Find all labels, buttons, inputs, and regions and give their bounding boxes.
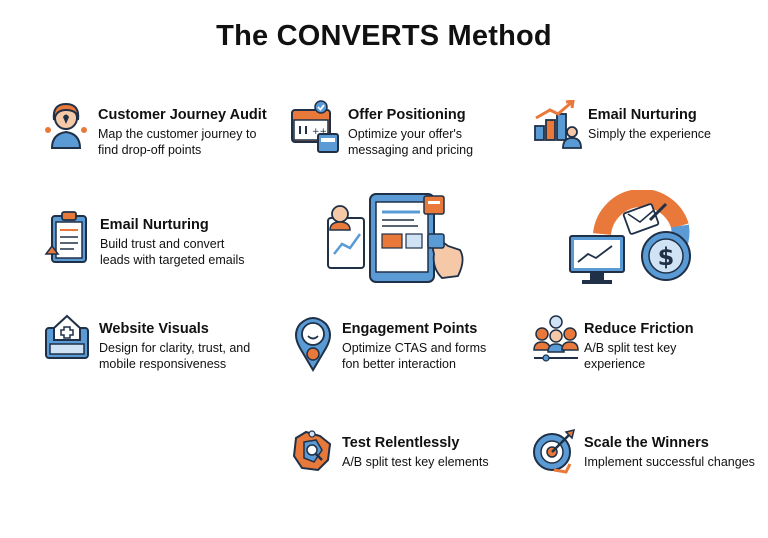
step-offer-positioning: ++ Offer Positioning Optimize your offer…: [290, 100, 500, 160]
step-engagement-points: Engagement Points Optimize CTAS and form…: [290, 314, 500, 374]
step-heading: Email Nurturing: [588, 107, 697, 123]
step-scale-the-winners: Scale the Winners Implement successful c…: [532, 428, 756, 478]
step-heading: Offer Positioning: [348, 107, 466, 123]
step-heading: Website Visuals: [99, 321, 209, 337]
clipboard-icon: [44, 210, 92, 271]
step-description: Map the customer journey to find drop-of…: [98, 127, 257, 157]
step-description: Optimize your offer's messaging and pric…: [348, 127, 474, 157]
analytics-monitor-illustration: $: [566, 188, 706, 295]
step-description: Optimize CTAS and forms fon better inter…: [342, 341, 487, 371]
step-description: A/B split test key experience: [584, 341, 677, 371]
step-description: Build trust and convert leads with targe…: [100, 237, 245, 267]
customer-journey-icon: [44, 100, 88, 155]
step-customer-journey-audit: Customer Journey Audit Map the customer …: [44, 100, 294, 160]
location-pin-icon: [290, 314, 336, 377]
step-heading: Customer Journey Audit: [98, 107, 267, 123]
step-heading: Email Nurturing: [100, 217, 209, 233]
website-visuals-icon: [44, 314, 92, 367]
svg-text:$: $: [658, 243, 675, 271]
offer-positioning-icon: ++: [290, 100, 342, 161]
step-test-relentlessly: Test Relentlessly A/B split test key ele…: [290, 428, 510, 478]
step-reduce-friction: Reduce Friction A/B split test key exper…: [532, 314, 752, 374]
step-heading: Scale the Winners: [584, 435, 709, 451]
svg-text:++: ++: [312, 127, 327, 137]
page-title: The CONVERTS Method: [216, 20, 552, 52]
growth-chart-icon: [532, 99, 584, 155]
map-test-icon: [290, 428, 334, 479]
team-icon: [532, 314, 580, 371]
step-email-nurturing-top: Email Nurturing Simplу the experience: [532, 99, 752, 160]
step-heading: Test Relentlessly: [342, 435, 460, 451]
step-description: Implement successful changes: [584, 455, 755, 469]
step-description: A/B split test key elements: [342, 455, 489, 469]
step-heading: Reduce Friction: [584, 321, 694, 337]
step-description: Design for clarity, trust, and mobile re…: [99, 341, 251, 371]
step-website-visuals: Website Visuals Design for clarity, trus…: [44, 314, 294, 374]
step-heading: Engagement Points: [342, 321, 478, 337]
step-email-nurturing: Email Nurturing Build trust and convert …: [44, 210, 294, 270]
step-description: Simplу the experience: [588, 127, 711, 141]
target-icon: [532, 428, 578, 479]
tablet-analytics-illustration: [322, 190, 470, 295]
